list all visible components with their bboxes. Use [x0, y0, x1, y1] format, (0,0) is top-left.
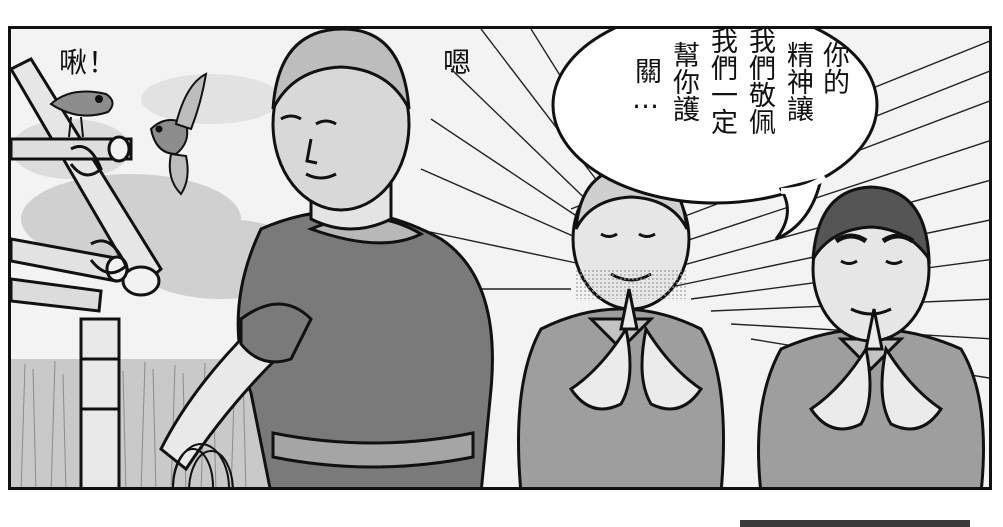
younger-monk	[757, 185, 985, 487]
speech-line-3: 我們敬佩	[744, 27, 775, 135]
next-panel-edge	[0, 490, 1003, 527]
rope-coil	[172, 443, 234, 487]
bird-perched	[49, 90, 114, 138]
foreground-monk	[159, 29, 494, 487]
next-panel-border	[740, 520, 970, 527]
speech-line-4: 我們一定	[706, 27, 737, 135]
bird-flying	[149, 72, 208, 196]
speech-line-5: 幫你護	[668, 41, 699, 122]
sfx-hmm: 嗯	[443, 46, 473, 79]
speech-line-2: 精神讓	[782, 41, 813, 122]
comic-panel: 啾！ 嗯 你的 精神讓 我們敬佩 我們一定 幫你護 關…	[8, 26, 992, 490]
bamboo-scaffold	[11, 57, 163, 487]
panel-illustration	[11, 29, 989, 487]
speech-line-6: 關…	[630, 57, 661, 115]
speech-bubble	[551, 29, 879, 241]
older-monk	[517, 165, 725, 487]
sfx-bird-chirp: 啾！	[59, 46, 118, 79]
speech-line-1: 你的	[818, 41, 849, 95]
